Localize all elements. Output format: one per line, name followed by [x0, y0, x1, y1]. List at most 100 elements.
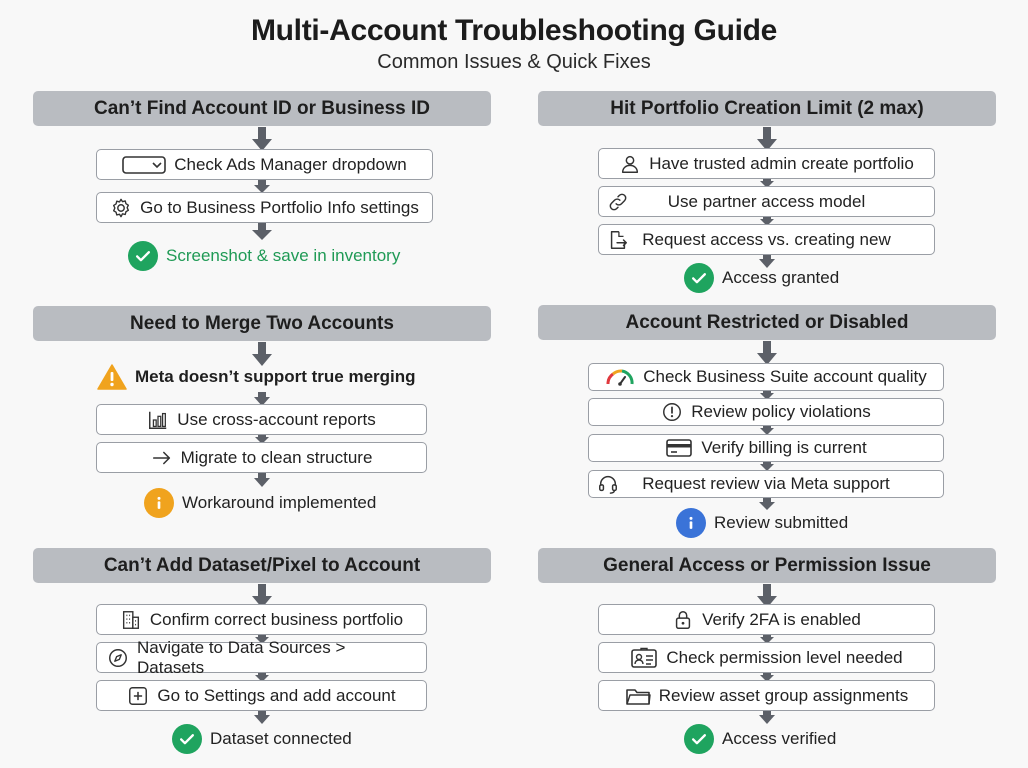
outcome-label: Dataset connected	[210, 729, 352, 748]
flow-arrow	[757, 255, 777, 279]
flow-arrow	[757, 635, 777, 659]
flow-arrow	[757, 341, 777, 365]
outcome-saved: Screenshot & save in inventory	[128, 240, 400, 272]
flow-arrow	[252, 392, 272, 416]
step-label: Go to Settings and add account	[157, 685, 396, 705]
step-label: Use cross-account reports	[177, 409, 376, 429]
step-data-sources[interactable]: Navigate to Data Sources > Datasets	[96, 638, 427, 677]
warning-no-merge: Meta doesn’t support true merging	[97, 362, 416, 392]
outcome-label: Workaround implemented	[182, 493, 377, 512]
user-icon	[619, 153, 641, 175]
step-label: Request review via Meta support	[642, 474, 890, 493]
step-label: Review asset group assignments	[658, 685, 909, 705]
outcome-label: Screenshot & save in inventory	[166, 246, 401, 265]
page-subtitle: Common Issues & Quick Fixes	[377, 51, 651, 73]
flow-arrow	[252, 635, 272, 659]
export-icon	[607, 229, 629, 251]
flow-arrow	[757, 711, 777, 735]
step-policy-violations[interactable]: Review policy violations	[588, 398, 944, 426]
flow-arrow	[252, 127, 272, 151]
gauge-icon	[605, 366, 635, 388]
flow-arrow	[757, 673, 777, 697]
step-label: Have trusted admin create portfolio	[649, 153, 914, 173]
check-circle-icon	[172, 724, 202, 754]
compass-icon	[107, 647, 129, 669]
folder-icon	[625, 685, 651, 707]
alert-circle-icon	[661, 401, 683, 423]
outcome-access-verified: Access verified	[684, 723, 836, 755]
flow-arrow	[252, 711, 272, 735]
info-icon	[676, 508, 706, 538]
flow-arrow	[252, 342, 272, 366]
building-icon	[120, 609, 142, 631]
lock-icon	[672, 609, 694, 631]
step-label: Check Ads Manager dropdown	[174, 154, 407, 174]
step-label: Request access vs. creating new	[642, 229, 891, 249]
gear-icon	[110, 197, 132, 219]
step-partner-access[interactable]: Use partner access model	[598, 186, 935, 217]
section-header: Hit Portfolio Creation Limit (2 max)	[538, 91, 996, 126]
flow-arrow	[757, 391, 777, 415]
arrow-right-icon	[151, 447, 173, 469]
outcome-access-granted: Access granted	[684, 262, 839, 294]
section-header: Account Restricted or Disabled	[538, 305, 996, 340]
warning-icon	[97, 364, 127, 390]
outcome-review-submitted: Review submitted	[676, 507, 848, 539]
info-icon	[144, 488, 174, 518]
step-verify-2fa[interactable]: Verify 2FA is enabled	[598, 604, 935, 635]
flow-arrow	[252, 435, 272, 459]
flow-arrow	[252, 180, 272, 204]
credit-card-icon	[665, 437, 693, 459]
section-header: General Access or Permission Issue	[538, 548, 996, 583]
step-verify-billing[interactable]: Verify billing is current	[588, 434, 944, 462]
step-label: Use partner access model	[667, 191, 866, 211]
flow-arrow	[252, 473, 272, 497]
section-header: Can’t Add Dataset/Pixel to Account	[33, 548, 491, 583]
step-confirm-portfolio[interactable]: Confirm correct business portfolio	[96, 604, 427, 635]
step-label: Verify 2FA is enabled	[702, 609, 861, 629]
step-migrate[interactable]: Migrate to clean structure	[96, 442, 427, 473]
step-label: Navigate to Data Sources > Datasets	[137, 637, 346, 677]
step-request-review[interactable]: Request review via Meta support	[588, 470, 944, 498]
page-title: Multi-Account Troubleshooting Guide	[250, 14, 778, 47]
check-circle-icon	[684, 724, 714, 754]
headset-icon	[597, 473, 619, 495]
outcome-label: Access granted	[722, 268, 840, 287]
flow-arrow	[757, 462, 777, 486]
step-cross-account-reports[interactable]: Use cross-account reports	[96, 404, 427, 435]
warning-label: Meta doesn’t support true merging	[135, 367, 416, 386]
flow-arrow	[757, 179, 777, 203]
bar-chart-icon	[147, 409, 169, 431]
step-label: Go to Business Portfolio Info settings	[140, 197, 419, 217]
step-label: Check permission level needed	[666, 647, 903, 667]
outcome-label: Access verified	[722, 729, 837, 748]
check-circle-icon	[128, 241, 158, 271]
step-permission-level[interactable]: Check permission level needed	[598, 642, 935, 673]
dropdown-icon	[122, 154, 167, 176]
flow-arrow	[757, 217, 777, 241]
flow-arrow	[757, 498, 777, 522]
flow-arrow	[757, 426, 777, 450]
outcome-workaround: Workaround implemented	[144, 487, 376, 519]
step-label: Review policy violations	[691, 402, 871, 421]
step-asset-groups[interactable]: Review asset group assignments	[598, 680, 935, 711]
check-circle-icon	[684, 263, 714, 293]
id-card-icon	[630, 647, 658, 669]
section-header: Need to Merge Two Accounts	[33, 306, 491, 341]
step-request-access[interactable]: Request access vs. creating new	[598, 224, 935, 255]
step-account-quality[interactable]: Check Business Suite account quality	[588, 363, 944, 391]
step-trusted-admin[interactable]: Have trusted admin create portfolio	[598, 148, 935, 179]
step-settings-add-account[interactable]: Go to Settings and add account	[96, 680, 427, 711]
step-label: Verify billing is current	[701, 438, 867, 457]
step-label: Migrate to clean structure	[180, 447, 373, 467]
plus-square-icon	[127, 685, 149, 707]
step-label: Confirm correct business portfolio	[149, 609, 404, 629]
step-portfolio-info[interactable]: Go to Business Portfolio Info settings	[96, 192, 433, 223]
flow-arrow	[252, 223, 272, 247]
flow-arrow	[252, 673, 272, 697]
step-check-ads-manager[interactable]: Check Ads Manager dropdown	[96, 149, 433, 180]
outcome-label: Review submitted	[714, 513, 849, 532]
section-header: Can’t Find Account ID or Business ID	[33, 91, 491, 126]
step-label: Check Business Suite account quality	[643, 367, 927, 386]
link-icon	[607, 191, 629, 213]
